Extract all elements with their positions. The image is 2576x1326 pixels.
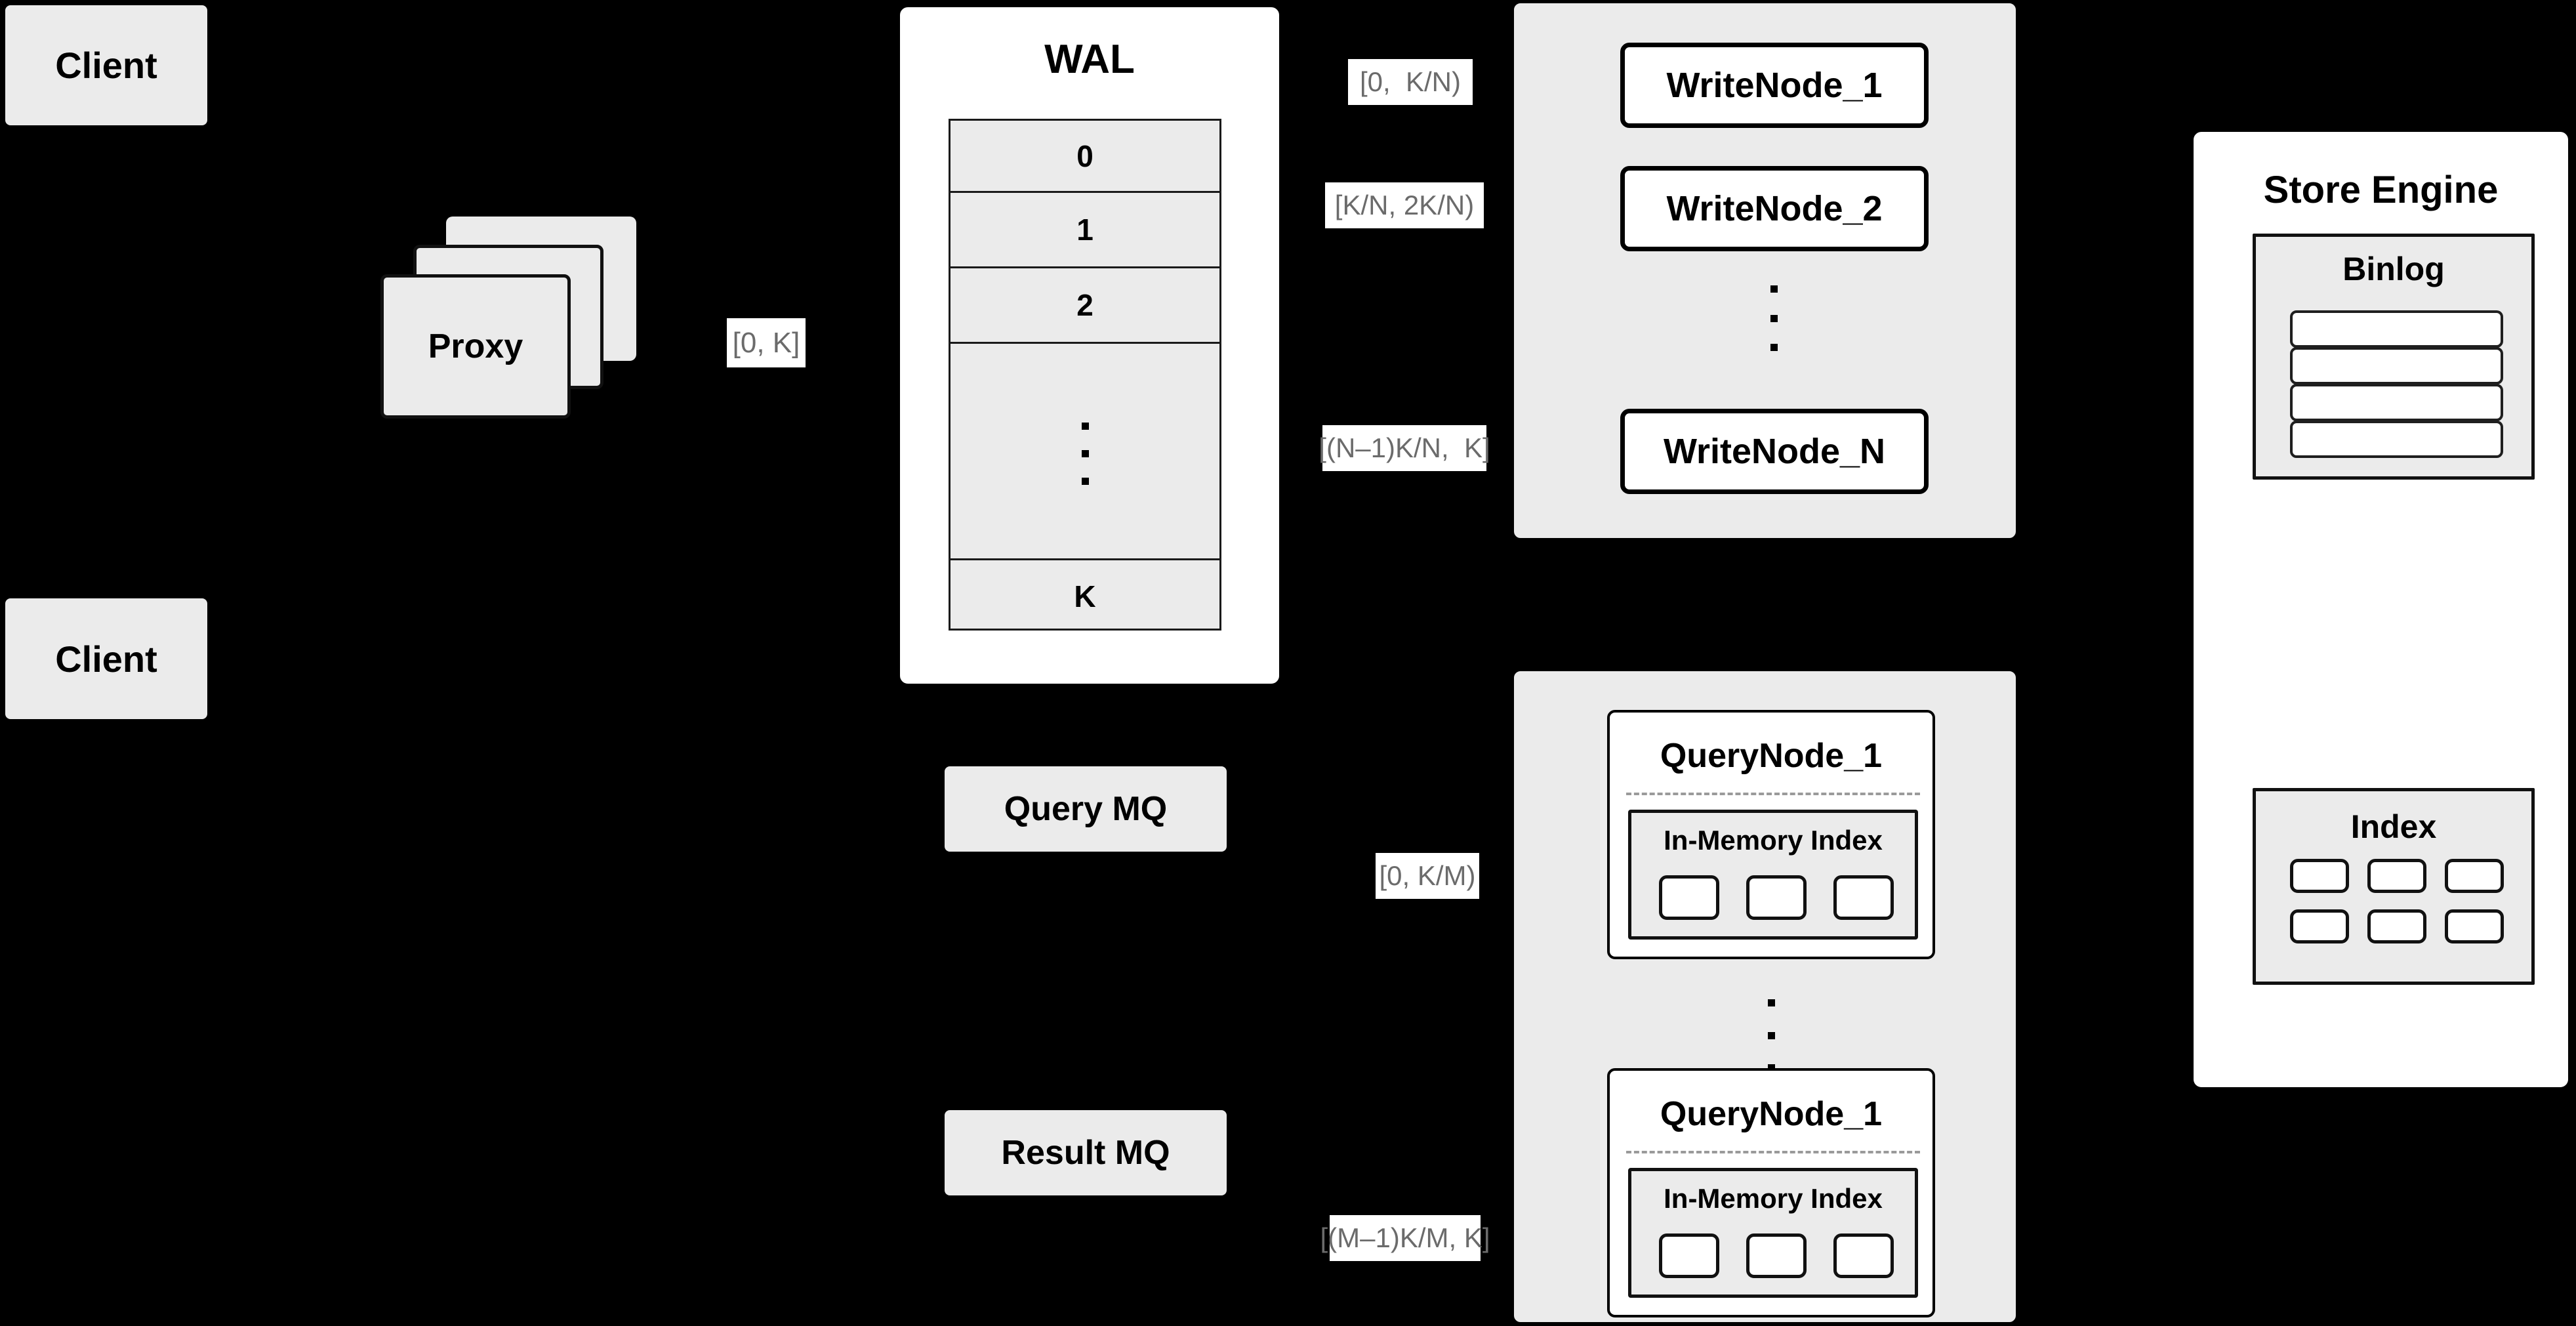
- write-node-n-label: WriteNode_N: [1663, 432, 1886, 471]
- proxy-label: Proxy: [428, 327, 523, 365]
- client-node-1-label: Client: [55, 45, 157, 86]
- query-node-m-memory-index-label: In-Memory Index: [1664, 1183, 1883, 1214]
- wal-row-ellipsis: [951, 344, 1219, 560]
- memory-index-cell[interactable]: [1833, 1233, 1894, 1278]
- write-node-1[interactable]: WriteNode_1: [1620, 43, 1929, 128]
- wal-row[interactable]: 0: [951, 121, 1219, 193]
- memory-index-cell[interactable]: [1659, 1233, 1719, 1278]
- index-cell[interactable]: [2290, 909, 2349, 943]
- query-node-1-memory-index-label: In-Memory Index: [1664, 825, 1883, 856]
- wal-row[interactable]: 1: [951, 193, 1219, 268]
- store-engine-panel: Store Engine Binlog Index: [2190, 128, 2572, 1091]
- memory-index-cell[interactable]: [1746, 875, 1807, 920]
- proxy-stack[interactable]: Proxy: [380, 217, 643, 433]
- query-node-1-divider: [1626, 793, 1920, 795]
- index-section: Index: [2253, 788, 2535, 985]
- memory-index-cell[interactable]: [1833, 875, 1894, 920]
- querynode-1-range-label: [0, K/M): [1376, 853, 1479, 899]
- memory-index-cell[interactable]: [1659, 875, 1719, 920]
- result-mq-label: Result MQ: [1001, 1134, 1170, 1172]
- query-group-ellipsis-dots: [1768, 999, 1775, 1071]
- writenode-1-range-label: [0, K/N): [1348, 59, 1473, 105]
- binlog-strip[interactable]: [2290, 421, 2503, 458]
- writenode-2-range-label: [K/N, 2K/N): [1325, 182, 1484, 228]
- index-cell[interactable]: [2290, 859, 2349, 893]
- query-node-group: QueryNode_1 In-Memory Index QueryNode_1: [1514, 671, 2016, 1322]
- arrow-line-store-binlog: [2166, 388, 2205, 393]
- arrow-line-store-index: [2166, 948, 2205, 953]
- write-node-n[interactable]: WriteNode_N: [1620, 409, 1929, 494]
- query-node-1[interactable]: QueryNode_1 In-Memory Index: [1607, 710, 1935, 959]
- client-node-2-label: Client: [55, 638, 157, 680]
- query-node-m-label: QueryNode_1: [1660, 1095, 1883, 1133]
- writenode-n-range-label: [(N–1)K/N, K]: [1319, 425, 1490, 471]
- query-node-m-divider: [1626, 1151, 1920, 1153]
- wal-range-label: [0, K]: [727, 318, 806, 367]
- index-cell[interactable]: [2445, 859, 2504, 893]
- query-node-1-label: QueryNode_1: [1660, 737, 1883, 775]
- wal-row-list: 0 1 2 K: [949, 119, 1221, 631]
- store-engine-title: Store Engine: [2263, 169, 2499, 211]
- write-node-2[interactable]: WriteNode_2: [1620, 166, 1929, 251]
- query-mq-label: Query MQ: [1004, 790, 1168, 828]
- proxy-card-front[interactable]: Proxy: [380, 274, 571, 419]
- index-cell[interactable]: [2445, 909, 2504, 943]
- query-node-m-memory-index: In-Memory Index: [1628, 1168, 1918, 1298]
- write-node-2-label: WriteNode_2: [1666, 189, 1883, 228]
- querynode-m-range-label: [(M–1)K/M, K]: [1320, 1215, 1490, 1261]
- write-group-ellipsis-dots: [1770, 285, 1778, 351]
- wal-panel: WAL 0 1 2 K: [896, 3, 1283, 688]
- query-node-1-memory-index: In-Memory Index: [1628, 810, 1918, 940]
- wal-row[interactable]: 2: [951, 268, 1219, 344]
- query-mq-node[interactable]: Query MQ: [945, 766, 1227, 852]
- client-node-2[interactable]: Client: [5, 598, 207, 719]
- query-node-m[interactable]: QueryNode_1 In-Memory Index: [1607, 1068, 1935, 1317]
- write-node-1-label: WriteNode_1: [1666, 66, 1883, 105]
- index-title: Index: [2350, 808, 2437, 845]
- wal-row[interactable]: K: [1074, 579, 1096, 613]
- binlog-section: Binlog: [2253, 234, 2535, 480]
- binlog-title: Binlog: [2342, 251, 2445, 287]
- binlog-strip[interactable]: [2290, 347, 2503, 384]
- result-mq-node[interactable]: Result MQ: [945, 1110, 1227, 1195]
- wal-range-label-text: [0, K]: [732, 326, 800, 359]
- index-cell[interactable]: [2367, 909, 2426, 943]
- wal-ellipsis-dots: [1082, 423, 1089, 485]
- wal-title: WAL: [1044, 37, 1135, 82]
- memory-index-cell[interactable]: [1746, 1233, 1807, 1278]
- index-cell[interactable]: [2367, 859, 2426, 893]
- binlog-strip[interactable]: [2290, 384, 2503, 421]
- client-node-1[interactable]: Client: [5, 5, 207, 125]
- write-node-group: WriteNode_1 WriteNode_2 WriteNode_N: [1514, 3, 2016, 538]
- binlog-strip[interactable]: [2290, 310, 2503, 348]
